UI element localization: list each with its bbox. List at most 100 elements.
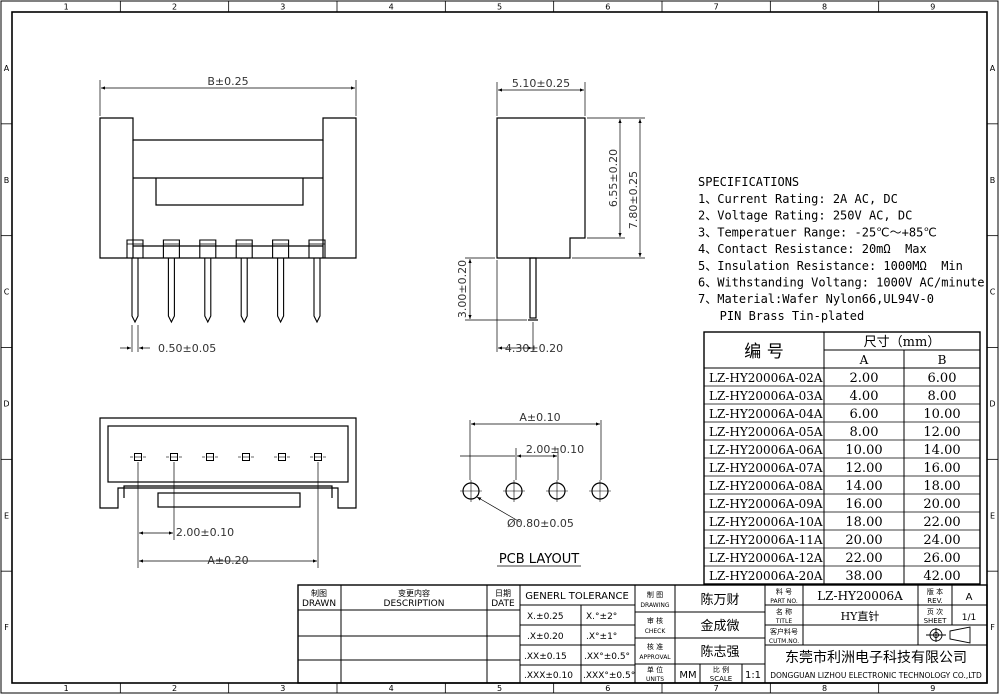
pin-housing-slot: [126, 239, 144, 258]
drawn-cn: 制图: [311, 588, 327, 598]
date-cn: 日期: [495, 589, 511, 598]
units-value: MM: [679, 670, 696, 681]
date-en: DATE: [491, 599, 515, 609]
rev-en: REV.: [927, 597, 942, 605]
specifications-lines: 1、Current Rating: 2A AC, DC2、Voltage Rat…: [698, 192, 985, 323]
front-view: [99, 117, 357, 259]
front-view-pins: [126, 239, 326, 324]
part-table-b-header: B: [938, 353, 947, 367]
frame-col-label: 4: [389, 3, 394, 12]
frame-row-label: A: [4, 64, 10, 73]
company-name-en: DONGGUAN LIZHOU ELECTRONIC TECHNOLOGY CO…: [770, 671, 982, 680]
sheet-cn: 页 次: [927, 607, 943, 616]
approval-cn: 核 准: [647, 642, 663, 651]
cust-en: CUTM.NO.: [769, 638, 799, 645]
dim-top-pitch: 2.00±0.10: [176, 526, 234, 539]
frame-col-label: 7: [714, 684, 719, 693]
drawn-en: DRAWN: [302, 599, 336, 609]
frame-row-label: B: [990, 176, 996, 185]
top-view: [99, 417, 357, 509]
part-dim-b: 24.00: [923, 533, 960, 548]
part-dim-a: 20.00: [845, 533, 882, 548]
tol-2: X.°±2°: [586, 612, 617, 622]
pin: [204, 258, 212, 324]
part-code: LZ-HY20006A-09A: [709, 497, 823, 511]
tolerance-title: GENERL TOLERANCE: [525, 591, 629, 602]
part-code: LZ-HY20006A-12A: [709, 551, 823, 565]
pin: [240, 258, 248, 324]
title-block: 制图 DRAWN 变更内容 DESCRIPTION 日期 DATE GENERL…: [297, 584, 988, 684]
part-dim-b: 16.00: [923, 461, 960, 476]
frame-row-label: B: [4, 176, 10, 185]
dim-height-780: 7.80±0.25: [627, 171, 640, 229]
part-code: LZ-HY20006A-08A: [709, 479, 823, 493]
specification-line: 5、Insulation Resistance: 1000MΩ Min: [698, 259, 963, 273]
drawing-cn: 制 图: [647, 590, 663, 599]
specification-line: 7、Material:Wafer Nylon66,UL94V-0: [698, 292, 934, 306]
units-en: UNITS: [646, 676, 664, 683]
frame-col-label: 6: [605, 684, 610, 693]
desc-cn: 变更内容: [398, 588, 430, 598]
frame-col-label: 3: [280, 684, 285, 693]
part-dim-b: 20.00: [923, 497, 960, 512]
frame-col-label: 8: [822, 684, 827, 693]
frame-col-label: 9: [930, 3, 935, 12]
approval-en: APPROVAL: [639, 654, 671, 661]
pin: [167, 258, 175, 324]
partno-cn: 料 号: [776, 587, 792, 596]
pin-housing-slot: [308, 239, 326, 258]
frame-row-label: C: [4, 288, 10, 297]
tol-1: X.±0.25: [527, 612, 564, 622]
company-name-cn: 东莞市利洲电子科技有限公司: [785, 649, 967, 666]
drawer-name: 陈万财: [700, 592, 739, 608]
pin-housing-slot: [272, 239, 290, 258]
frame-col-label: 2: [172, 3, 177, 12]
part-dim-a: 6.00: [850, 407, 879, 422]
pin-housing-slot: [162, 239, 180, 258]
part-dim-b: 22.00: [923, 515, 960, 530]
pcb-layout-title: PCB LAYOUT: [499, 552, 579, 567]
part-code: LZ-HY20006A-03A: [709, 389, 823, 403]
part-code: LZ-HY20006A-10A: [709, 515, 823, 529]
part-dim-a: 4.00: [850, 389, 879, 404]
specification-line: PIN Brass Tin-plated: [698, 309, 864, 323]
pcb-layout-dims: [460, 420, 602, 523]
part-dim-b: 18.00: [923, 479, 960, 494]
partno-en: PART NO.: [770, 598, 798, 605]
frame-row-label: C: [990, 288, 996, 297]
tol-4: .X°±1°: [586, 632, 617, 642]
dim-pcb-hole: Ø0.80±0.05: [507, 517, 574, 530]
frame-col-label: 5: [497, 3, 502, 12]
pin-housing-slot: [235, 239, 253, 258]
cust-cn: 客户料号: [770, 627, 798, 636]
part-dim-a: 22.00: [845, 551, 882, 566]
frame-row-label: E: [990, 511, 995, 520]
part-code: LZ-HY20006A-06A: [709, 443, 823, 457]
pin: [313, 258, 321, 324]
dim-pin-offset: 4.30±0.20: [505, 342, 563, 355]
side-view-dims: [465, 82, 645, 352]
frame-col-label: 9: [930, 684, 935, 693]
scale-cn: 比 例: [713, 665, 729, 674]
part-dim-b: 26.00: [923, 551, 960, 566]
part-table-size-header: 尺寸（mm）: [864, 335, 941, 350]
frame-col-label: 1: [64, 3, 69, 12]
dim-pin-length: 3.00±0.20: [456, 260, 469, 318]
pin: [131, 258, 139, 324]
part-dim-a: 2.00: [850, 371, 879, 386]
specification-line: 4、Contact Resistance: 20mΩ Max: [698, 242, 927, 256]
dim-side-width: 5.10±0.25: [512, 77, 570, 90]
title-cn: 名 称: [776, 607, 792, 616]
sheet-en: SHEET: [924, 617, 948, 625]
part-dim-a: 12.00: [845, 461, 882, 476]
part-code: LZ-HY20006A-11A: [709, 533, 823, 547]
pin: [277, 258, 285, 324]
